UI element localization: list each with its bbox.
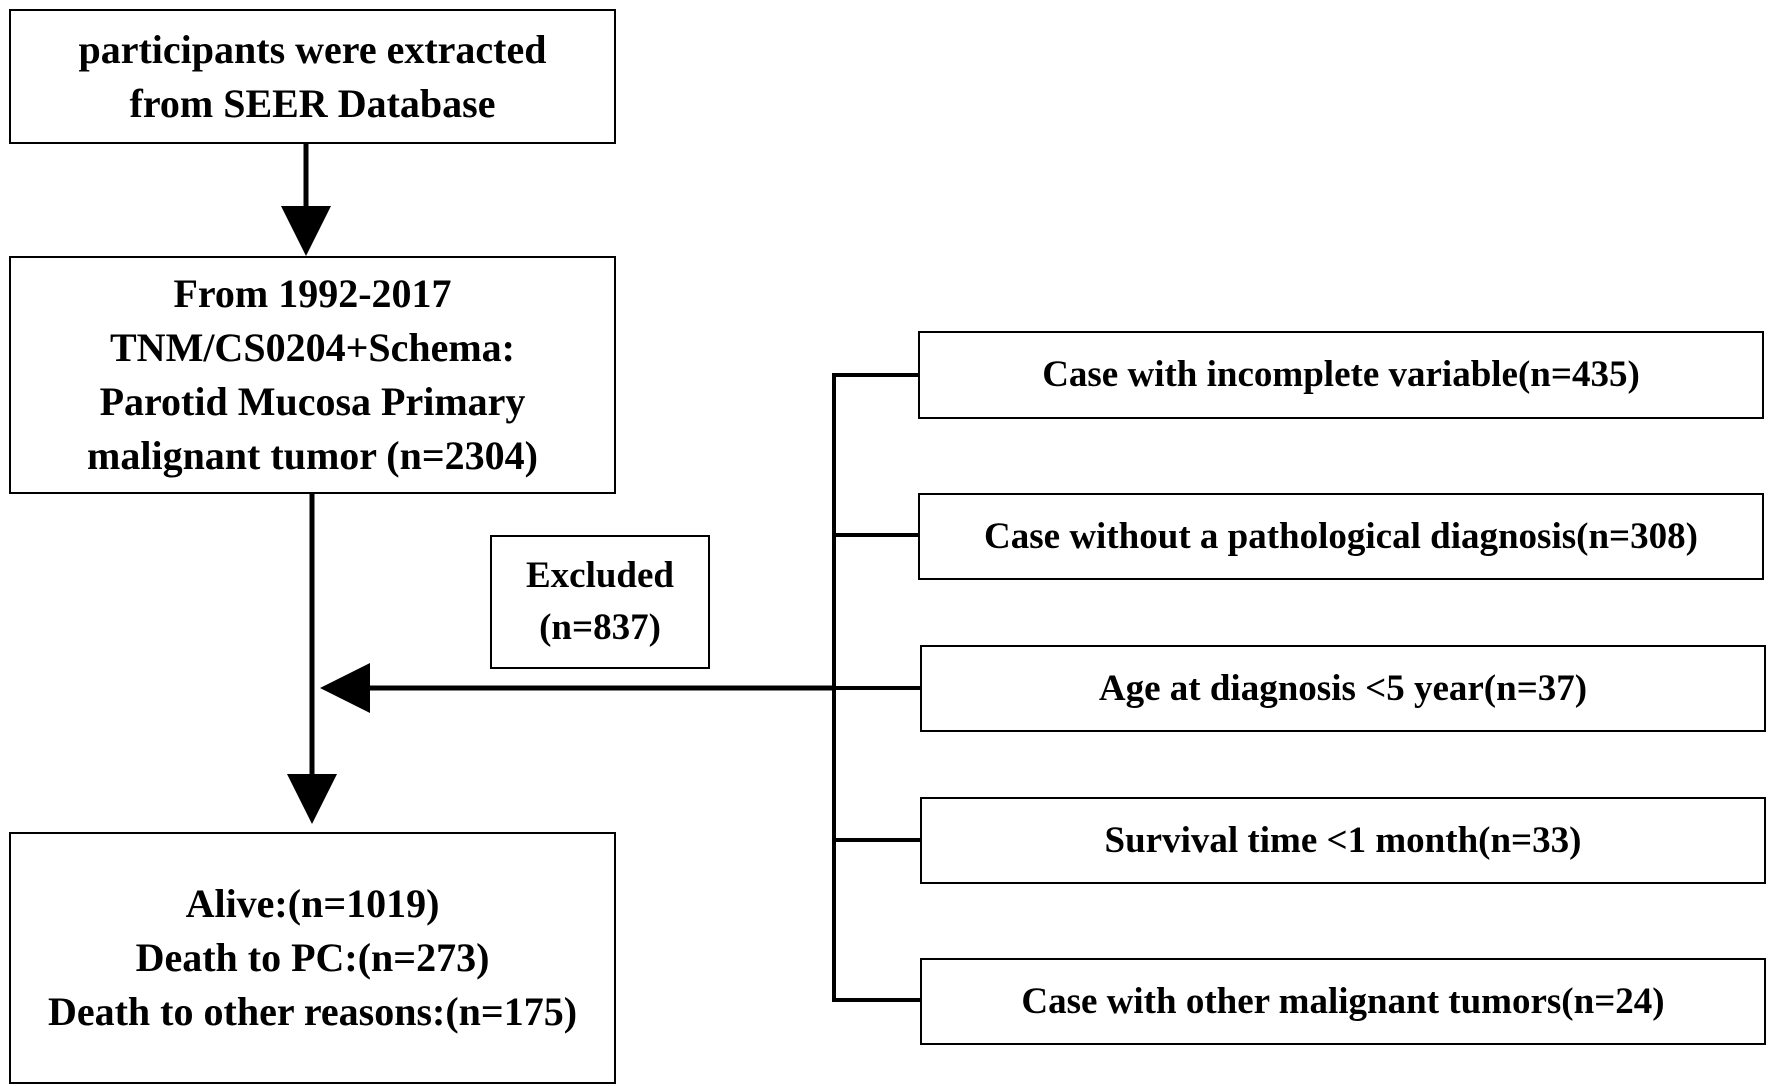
excluded-line-1: Excluded (525, 555, 675, 596)
excluded-box: Excluded (n=837) (490, 535, 710, 669)
excluded-line-2: (n=837) (539, 607, 661, 648)
criterion-label-3: Age at diagnosis <5 year(n=37) (1098, 667, 1588, 709)
outcome-box: Alive:(n=1019) Death to PC:(n=273) Death… (9, 832, 616, 1084)
source-box: participants were extracted from SEER Da… (9, 9, 616, 144)
criterion-box-1: Case with incomplete variable(n=435) (918, 331, 1764, 419)
criterion-label-5: Case with other malignant tumors(n=24) (1021, 980, 1665, 1022)
source-line-2: from SEER Database (129, 80, 496, 126)
cohort-box: From 1992-2017 TNM/CS0204+Schema: Paroti… (9, 256, 616, 494)
criterion-box-2: Case without a pathological diagnosis(n=… (918, 493, 1764, 580)
cohort-line-2: TNM/CS0204+Schema: (110, 325, 515, 370)
outcome-line-2: Death to PC:(n=273) (135, 935, 490, 980)
outcome-line-3: Death to other reasons:(n=175) (47, 989, 578, 1034)
criterion-label-4: Survival time <1 month(n=33) (1104, 819, 1582, 861)
cohort-line-4: malignant tumor (n=2304) (87, 433, 538, 478)
outcome-line-1: Alive:(n=1019) (185, 881, 440, 926)
criterion-label-2: Case without a pathological diagnosis(n=… (984, 515, 1698, 557)
criterion-box-3: Age at diagnosis <5 year(n=37) (920, 645, 1766, 732)
source-line-1: participants were extracted (78, 26, 547, 72)
criterion-box-4: Survival time <1 month(n=33) (920, 797, 1766, 884)
cohort-line-3: Parotid Mucosa Primary (99, 379, 526, 424)
criterion-label-1: Case with incomplete variable(n=435) (1042, 354, 1640, 395)
cohort-line-1: From 1992-2017 (173, 271, 452, 316)
criterion-box-5: Case with other malignant tumors(n=24) (920, 958, 1766, 1045)
